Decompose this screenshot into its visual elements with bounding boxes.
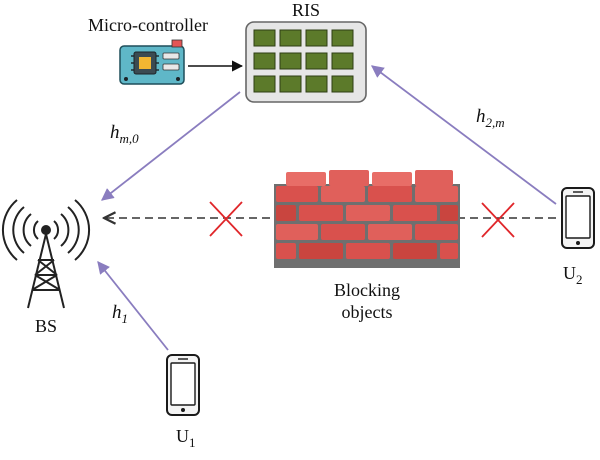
blocking-objects-label-line1: Blocking bbox=[334, 280, 400, 300]
ris-label: RIS bbox=[292, 0, 320, 20]
user-2-label: U2 bbox=[563, 263, 583, 287]
ris-panel bbox=[245, 21, 367, 103]
link-u1-to-bs bbox=[97, 261, 169, 351]
blocked-mark-right bbox=[481, 202, 515, 238]
channel-label-h-m0: hm,0 bbox=[110, 122, 139, 146]
micro-controller-label: Micro-controller bbox=[88, 15, 208, 35]
base-station-tower-icon bbox=[1, 199, 91, 309]
link-ris-to-bs bbox=[101, 91, 241, 201]
microcontroller-icon bbox=[119, 39, 185, 85]
user-2-phone-icon bbox=[561, 187, 595, 249]
link-u2-to-ris bbox=[370, 65, 557, 205]
brick-wall-icon bbox=[274, 170, 460, 268]
channel-label-h-2m: h2,m bbox=[476, 106, 505, 130]
bs-label: BS bbox=[35, 316, 57, 336]
user-1-label: U1 bbox=[176, 426, 196, 450]
user-1-phone-icon bbox=[166, 354, 200, 416]
blocked-mark-left bbox=[209, 201, 243, 237]
channel-label-h-1: h1 bbox=[112, 302, 128, 326]
blocking-objects-label-line2: objects bbox=[342, 302, 393, 322]
